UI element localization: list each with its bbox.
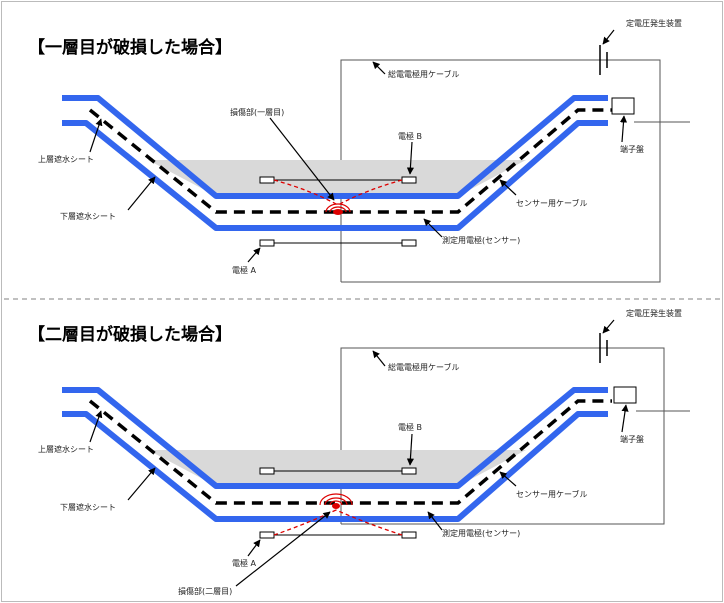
current-path-right (335, 509, 403, 536)
current-path-left (273, 179, 339, 206)
panel-title: 【二層目が破損した場合】 (28, 324, 232, 345)
label-electrode-b: 電極 B (398, 131, 422, 141)
label-terminal: 端子盤 (620, 434, 644, 444)
total-electrode-cable (340, 59, 661, 283)
upper-liner-sheet (62, 387, 608, 489)
label-measure-electrode: 測定用電極(センサー) (442, 528, 520, 538)
label-electrode-b: 電極 B (398, 422, 422, 432)
label-power-supply: 定電圧発生装置 (626, 308, 682, 318)
power-supply-symbol (599, 45, 608, 75)
total-electrode-cable (340, 347, 665, 525)
label-total-cable: 総電電極用ケーブル (388, 362, 460, 372)
label-power-supply: 定電圧発生装置 (626, 18, 682, 28)
sensor-cable (88, 108, 612, 214)
label-total-cable: 総電電極用ケーブル (388, 69, 460, 79)
label-electrode-a: 電極 A (232, 265, 257, 275)
electrode-b-right (401, 176, 417, 184)
label-measure-electrode: 測定用電極(センサー) (442, 235, 520, 245)
sensor-cable (88, 399, 612, 505)
electrode-a-left (259, 531, 275, 539)
label-lower-sheet: 下層遮水シート (60, 502, 116, 512)
label-electrode-a: 電極 A (232, 558, 257, 568)
terminal-board (611, 97, 635, 115)
label-sensor-cable: センサー用ケーブル (516, 489, 588, 499)
label-sensor-cable: センサー用ケーブル (516, 198, 588, 208)
upper-liner-sheet (62, 95, 608, 199)
label-lower-sheet: 下層遮水シート (60, 211, 116, 221)
label-upper-sheet: 上層遮水シート (38, 444, 94, 454)
electrode-a-right (401, 531, 417, 539)
power-supply-symbol (599, 333, 608, 363)
lower-liner-sheet (62, 120, 608, 231)
electrode-b-left (259, 467, 275, 475)
stored-water (148, 160, 526, 196)
electrode-b-right (401, 467, 417, 475)
panel-layer-1: 【一層目が破損した場合】 (28, 18, 690, 283)
electrode-a-right (401, 239, 417, 247)
panel-title: 【一層目が破損した場合】 (28, 37, 232, 58)
stored-water (148, 450, 526, 486)
label-terminal: 端子盤 (620, 144, 644, 154)
damage-marker (319, 493, 353, 509)
label-upper-sheet: 上層遮水シート (38, 154, 94, 164)
electrode-a-left (259, 239, 275, 247)
terminal-board (613, 386, 637, 404)
damage-marker (325, 203, 351, 215)
panel-layer-2: 【二層目が破損した場合】 定電圧発生装置 総電電極用ケーブル (28, 308, 690, 596)
lower-liner-sheet (62, 411, 608, 522)
current-path-right (337, 179, 403, 206)
label-damage: 損傷部(一層目) (230, 107, 284, 117)
electrode-b-left (259, 176, 275, 184)
label-damage: 損傷部(二層目) (178, 586, 232, 596)
